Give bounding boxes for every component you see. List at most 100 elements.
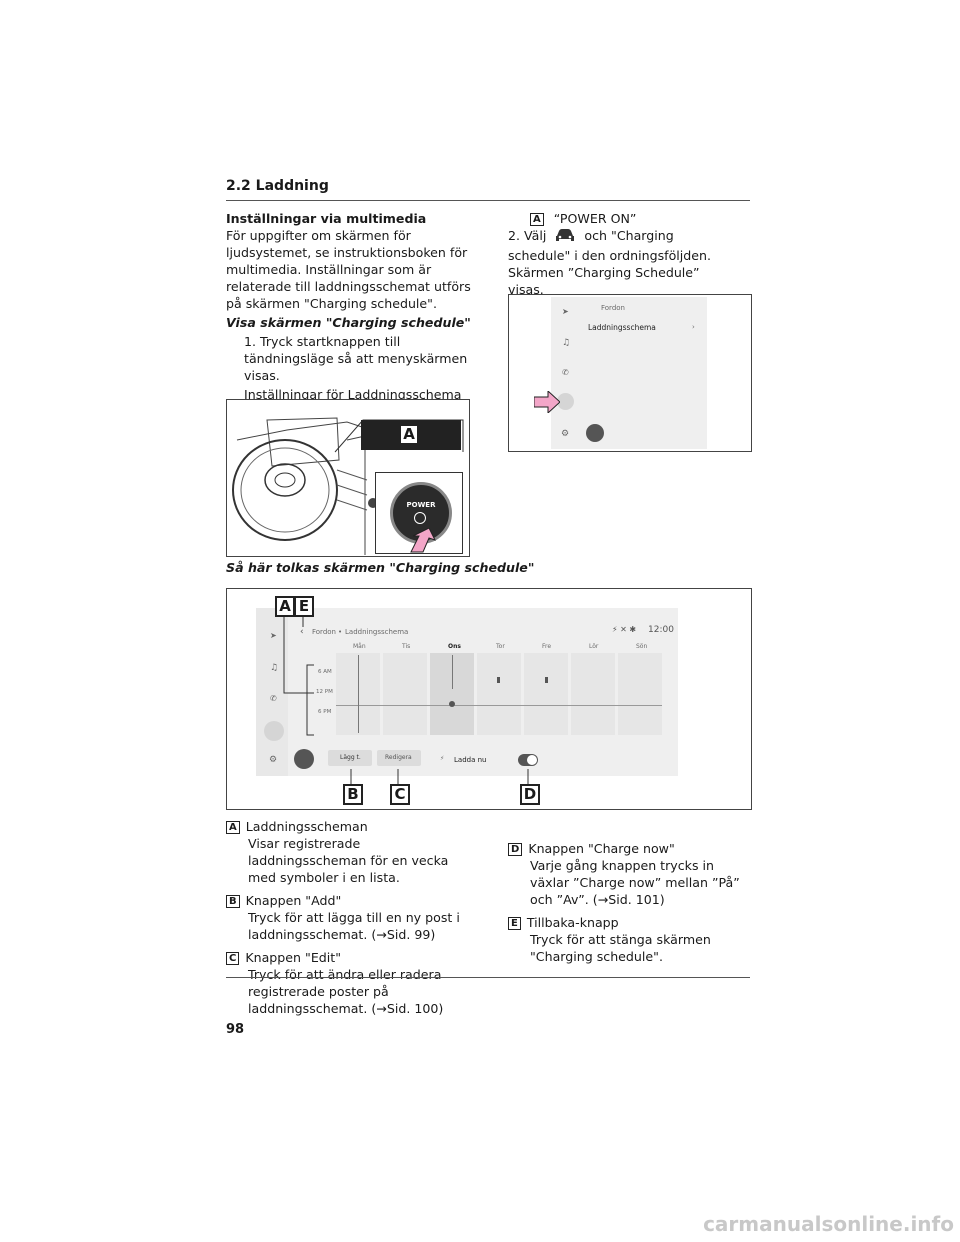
legend-title-e: Tillbaka-knapp xyxy=(526,915,619,930)
schedule-pin-thu xyxy=(497,677,500,683)
label-a-box: A xyxy=(530,213,544,226)
music-icon: ♫ xyxy=(270,663,279,673)
figure-charging-schedule: ➤ ♫ ✆ ⚙ ‹ Fordon • Laddningsschema ⚡ ✕ ✱… xyxy=(226,588,752,810)
day-label-mon: Mån xyxy=(353,643,366,650)
legend-key-d: D xyxy=(508,843,523,856)
car-icon xyxy=(553,227,577,247)
day-label-sun: Sön xyxy=(636,643,648,650)
legend-key-a: A xyxy=(226,821,240,834)
phone-icon: ✆ xyxy=(270,694,277,703)
time-label-6am: 6 AM xyxy=(318,669,332,675)
figure-menu-screen: ➤ ♫ ✆ ⚙ Fordon Laddningsschema › xyxy=(508,294,752,452)
figure-caption: Så här tolkas skärmen "Charging schedule… xyxy=(226,560,535,575)
label-a: A xyxy=(399,424,419,445)
legend-item-b: B Knappen "Add" Tryck för att lägga till … xyxy=(226,892,476,943)
nav-arrow-icon: ➤ xyxy=(270,631,277,640)
legend-title-c: Knappen "Edit" xyxy=(245,950,341,965)
right-column: A “POWER ON” 2. Välj och "Charging sched… xyxy=(508,210,758,298)
charge-now-label: Ladda nu xyxy=(454,756,487,764)
power-symbol-icon xyxy=(414,512,426,524)
power-on-text: “POWER ON” xyxy=(553,211,637,226)
step-2-pre: 2. Välj xyxy=(508,228,547,243)
legend-text-a: Visar registrerade laddningsscheman för … xyxy=(248,836,449,885)
time-label-12pm: 12 PM xyxy=(316,689,333,695)
bottom-divider xyxy=(226,977,750,978)
legend-title-b: Knappen "Add" xyxy=(245,893,342,908)
add-button-label: Lägg t. xyxy=(340,754,361,761)
legend-text-b: Tryck för att lägga till en ny post i la… xyxy=(248,910,460,942)
day-label-fri: Fre xyxy=(542,643,552,650)
phone-icon: ✆ xyxy=(562,368,569,377)
section-title: 2.2 Laddning xyxy=(226,178,329,194)
callout-a: A xyxy=(275,596,295,617)
schedule-line-wed xyxy=(452,655,453,689)
step-1: 1. Tryck startknappen till tändningsläge… xyxy=(244,334,468,383)
callout-e: E xyxy=(294,596,314,617)
schedule-pin-wed xyxy=(449,701,455,707)
day-col-tue xyxy=(383,653,427,735)
callout-lines xyxy=(283,613,529,785)
schedule-grid xyxy=(336,653,662,735)
music-icon: ♫ xyxy=(562,338,571,348)
callout-c: C xyxy=(390,784,410,805)
subheading: Visa skärmen "Charging schedule" xyxy=(226,315,471,330)
add-button[interactable] xyxy=(328,750,372,766)
legend-item-e: E Tillbaka-knapp Tryck för att stänga skä… xyxy=(508,914,750,965)
day-col-thu xyxy=(477,653,521,735)
menu-screen xyxy=(551,297,707,449)
nav-arrow-icon: ➤ xyxy=(562,307,569,316)
day-label-tue: Tis xyxy=(402,643,411,650)
sidebar xyxy=(256,608,288,776)
charge-icon: ⚡ xyxy=(440,755,445,762)
back-button[interactable]: ‹ xyxy=(300,627,304,637)
breadcrumb-schedule: Laddningsschema xyxy=(345,628,409,636)
legend-title-a: Laddningsscheman xyxy=(245,819,368,834)
settings-icon: ⚙ xyxy=(269,755,278,765)
day-col-sat xyxy=(571,653,615,735)
press-arrow-icon xyxy=(409,527,449,556)
legend-title-d: Knappen "Charge now" xyxy=(528,841,675,856)
settings-icon: ⚙ xyxy=(561,429,570,439)
legend-item-c: C Knappen "Edit" Tryck för att ändra elle… xyxy=(226,949,476,1017)
breadcrumb-fordon: Fordon xyxy=(312,628,336,636)
menu-arrow-icon xyxy=(533,389,561,417)
figure-power-button: A POWER xyxy=(226,399,470,557)
car-tab-icon xyxy=(557,393,574,410)
step-2-post: och "Charging schedule" i den ordningsfö… xyxy=(508,228,712,297)
current-time-line xyxy=(336,705,662,706)
legend-text-e: Tryck för att stänga skärmen "Charging s… xyxy=(530,932,711,964)
legend-key-b: B xyxy=(226,895,240,908)
day-label-wed: Ons xyxy=(448,643,461,650)
menu-item-chevron-icon: › xyxy=(692,323,695,331)
watermark: carmanualsonline.info xyxy=(703,1212,954,1236)
legend-text-c: Tryck för att ändra eller radera registr… xyxy=(248,967,444,1016)
callout-d: D xyxy=(520,784,540,805)
status-icons: ⚡ ✕ ✱ xyxy=(612,625,637,634)
clock: 12:00 xyxy=(648,625,674,635)
search-button[interactable] xyxy=(294,749,314,769)
day-col-sun xyxy=(618,653,662,735)
power-button-label: POWER xyxy=(406,501,436,509)
menu-header: Fordon xyxy=(601,304,625,312)
breadcrumb-separator: • xyxy=(338,628,343,636)
legend-key-e: E xyxy=(508,917,521,930)
section-divider xyxy=(226,200,750,201)
legend-key-c: C xyxy=(226,952,240,965)
callout-b: B xyxy=(343,784,363,805)
edit-button-label: Redigera xyxy=(385,754,412,761)
left-column: Inställningar via multimedia För uppgift… xyxy=(226,210,476,420)
schedule-pin-fri xyxy=(545,677,548,683)
legend-item-a: A Laddningsscheman Visar registrerade lad… xyxy=(226,818,476,886)
edit-button[interactable] xyxy=(377,750,421,766)
charge-now-toggle-knob xyxy=(527,755,537,765)
car-tab-icon xyxy=(264,721,284,741)
menu-item-charging[interactable]: Laddningsschema xyxy=(588,323,656,332)
day-label-thu: Tor xyxy=(496,643,505,650)
day-col-fri xyxy=(524,653,568,735)
heading: Inställningar via multimedia xyxy=(226,211,427,226)
search-icon xyxy=(586,424,604,442)
legend-left: A Laddningsscheman Visar registrerade lad… xyxy=(226,818,476,1023)
page-number: 98 xyxy=(226,1022,245,1037)
